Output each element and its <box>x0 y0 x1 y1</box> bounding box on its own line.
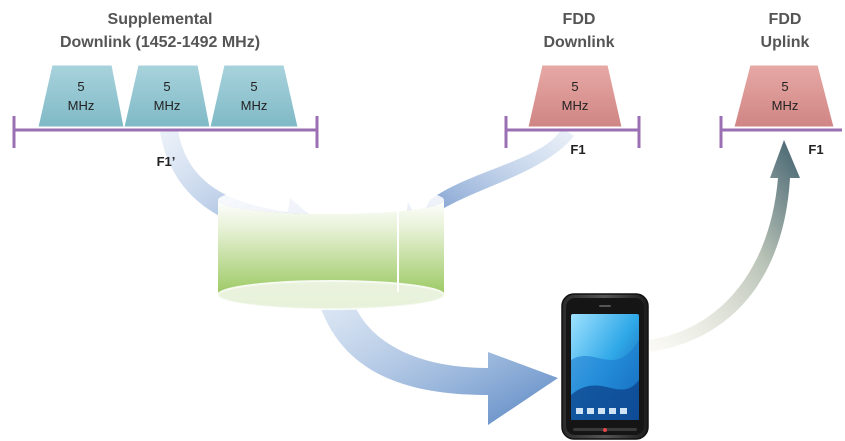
fdd-downlink-frequency-axis <box>504 116 641 148</box>
smartphone-icon <box>561 293 649 440</box>
carrier-bandwidth-number: 5 <box>781 79 788 94</box>
fdd-uplink-band-label: F1 <box>808 142 823 157</box>
fdd-uplink-carrier: 5 MHz <box>733 64 835 128</box>
aggregator-to-phone-arrow <box>318 300 558 425</box>
fdd-downlink-title-line2: Downlink <box>543 34 614 51</box>
fdd-uplink-title-line2: Uplink <box>761 34 810 51</box>
carrier-bandwidth-unit: MHz <box>562 98 589 113</box>
carrier-bandwidth-number: 5 <box>77 79 84 94</box>
carrier-bandwidth-number: 5 <box>250 79 257 94</box>
fdd-downlink-to-aggregator-arrow <box>402 128 574 246</box>
phone-to-uplink-arrow <box>648 140 800 352</box>
sdl-title-line1: Supplemental <box>108 11 213 28</box>
carrier-bandwidth-unit: MHz <box>68 98 95 113</box>
carrier-bandwidth-unit: MHz <box>772 98 799 113</box>
fdd-downlink-carrier: 5 MHz <box>527 64 623 128</box>
carrier-bandwidth-unit: MHz <box>154 98 181 113</box>
carrier-bandwidth-unit: MHz <box>241 98 268 113</box>
sdl-carrier-1: 5 MHz <box>37 64 125 128</box>
fdd-uplink-frequency-axis <box>719 116 842 148</box>
fdd-uplink-title-line1: FDD <box>769 11 802 28</box>
carrier-bandwidth-number: 5 <box>163 79 170 94</box>
sdl-carrier-2: 5 MHz <box>123 64 211 128</box>
fdd-downlink-band-label: F1 <box>570 142 585 157</box>
sdl-title-line2: Downlink (1452-1492 MHz) <box>60 34 260 51</box>
sdl-frequency-axis <box>12 116 319 148</box>
sdl-carrier-3: 5 MHz <box>209 64 299 128</box>
fdd-downlink-title-line1: FDD <box>563 11 596 28</box>
carrier-aggregator-cylinder <box>217 186 445 310</box>
sdl-band-label: F1’ <box>157 154 176 169</box>
carrier-bandwidth-number: 5 <box>571 79 578 94</box>
